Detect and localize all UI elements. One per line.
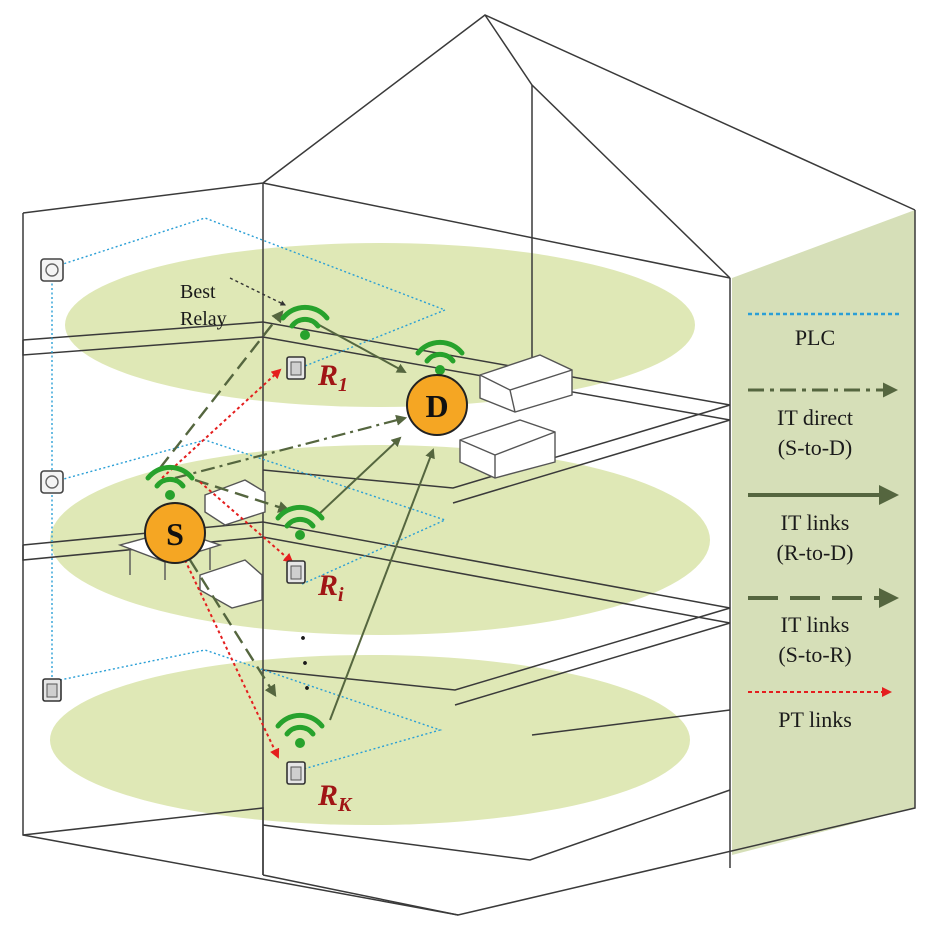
legend-it-rd-line2: (R-to-D) bbox=[777, 540, 854, 565]
best-relay-pointer bbox=[229, 277, 287, 306]
relay-k-label: RK bbox=[317, 779, 353, 816]
relay-1-label: R1 bbox=[317, 359, 348, 396]
ellipsis-dot: . bbox=[302, 645, 308, 671]
pt-link bbox=[161, 368, 282, 479]
relay-k-adapter-icon bbox=[286, 761, 306, 785]
relay-i-label: Ri bbox=[317, 569, 344, 606]
links bbox=[159, 277, 435, 759]
wall-socket-icon bbox=[40, 258, 64, 282]
legend-it-sr-line2: (S-to-R) bbox=[778, 642, 851, 667]
house-outline bbox=[22, 14, 916, 916]
best-relay-label-line1: Best bbox=[180, 281, 216, 303]
legend-pt-label: PT links bbox=[778, 707, 852, 732]
it-rd-link bbox=[317, 436, 402, 516]
ellipsis-dot: . bbox=[304, 670, 310, 696]
legend-it-direct-line1: IT direct bbox=[777, 405, 853, 430]
ellipsis-dot: . bbox=[300, 620, 306, 646]
plc-adapter-icon bbox=[42, 678, 62, 702]
pt-link bbox=[199, 481, 294, 564]
destination-node bbox=[406, 374, 468, 436]
destination-label: D bbox=[425, 388, 448, 424]
pt-link bbox=[184, 559, 280, 759]
wall-socket-icon bbox=[40, 470, 64, 494]
furniture-icon bbox=[117, 354, 573, 609]
source-label: S bbox=[166, 516, 184, 552]
it-direct-link bbox=[174, 414, 408, 480]
relay-1-adapter-icon bbox=[286, 356, 306, 380]
it-rd-link bbox=[309, 319, 407, 373]
it-sr-link bbox=[188, 559, 277, 698]
legend-it-sr-line1: IT links bbox=[781, 612, 850, 637]
legend-plc-label: PLC bbox=[795, 325, 835, 350]
legend-it-direct-line2: (S-to-D) bbox=[778, 435, 853, 460]
legend-panel bbox=[732, 210, 915, 855]
bottom-floor-zone bbox=[50, 655, 690, 825]
legend-it-rd-line1: IT links bbox=[781, 510, 850, 535]
source-node bbox=[144, 502, 206, 564]
best-relay-label-line2: Relay bbox=[180, 308, 227, 330]
it-rd-link bbox=[329, 448, 435, 721]
legend: PLC IT direct (S-to-D) IT links (R-to-D)… bbox=[748, 312, 900, 732]
it-sr-link bbox=[194, 478, 291, 513]
relay-i-adapter-icon bbox=[286, 560, 306, 584]
it-sr-link bbox=[159, 310, 284, 469]
